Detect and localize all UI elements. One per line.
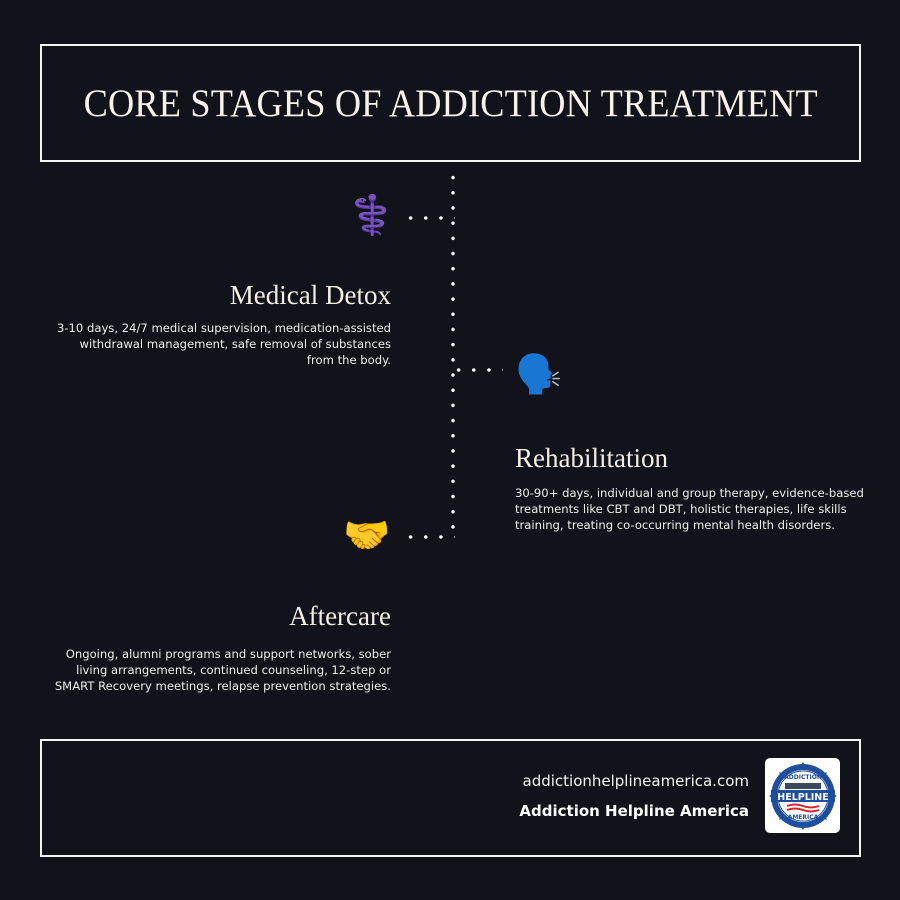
medical-symbol-icon: ⚕️ — [348, 193, 396, 237]
footer-box: addictionhelplineamerica.com Addiction H… — [40, 739, 861, 857]
svg-text:AMERICA: AMERICA — [787, 814, 818, 821]
organization-name: Addiction Helpline America — [519, 802, 749, 820]
speaking-head-icon: 🗣️ — [515, 352, 563, 396]
stage-heading-rehabilitation: Rehabilitation — [515, 443, 668, 473]
svg-text:ADDICTION: ADDICTION — [784, 774, 822, 781]
rehabilitation-connector — [451, 368, 503, 372]
helpline-seal-icon: ADDICTION HELPLINE AMERICA — [768, 761, 837, 830]
helpline-logo: ADDICTION HELPLINE AMERICA — [765, 758, 840, 833]
page-title: CORE STAGES OF ADDICTION TREATMENT — [83, 81, 818, 125]
stage-description-aftercare: Ongoing, alumni programs and support net… — [54, 647, 391, 693]
stage-description-rehabilitation: 30-90+ days, individual and group therap… — [515, 486, 864, 532]
timeline-vertical-line — [451, 170, 455, 540]
svg-text:HELPLINE: HELPLINE — [777, 792, 829, 803]
aftercare-connector — [403, 535, 455, 539]
stage-heading-aftercare: Aftercare — [289, 601, 391, 631]
stage-description-medical-detox: 3-10 days, 24/7 medical supervision, med… — [56, 321, 391, 367]
stage-heading-medical-detox: Medical Detox — [229, 280, 391, 310]
handshake-icon: 🤝 — [343, 513, 391, 557]
detox-connector — [403, 216, 455, 220]
title-box: CORE STAGES OF ADDICTION TREATMENT — [40, 44, 861, 162]
website-link[interactable]: addictionhelplineamerica.com — [522, 772, 750, 790]
